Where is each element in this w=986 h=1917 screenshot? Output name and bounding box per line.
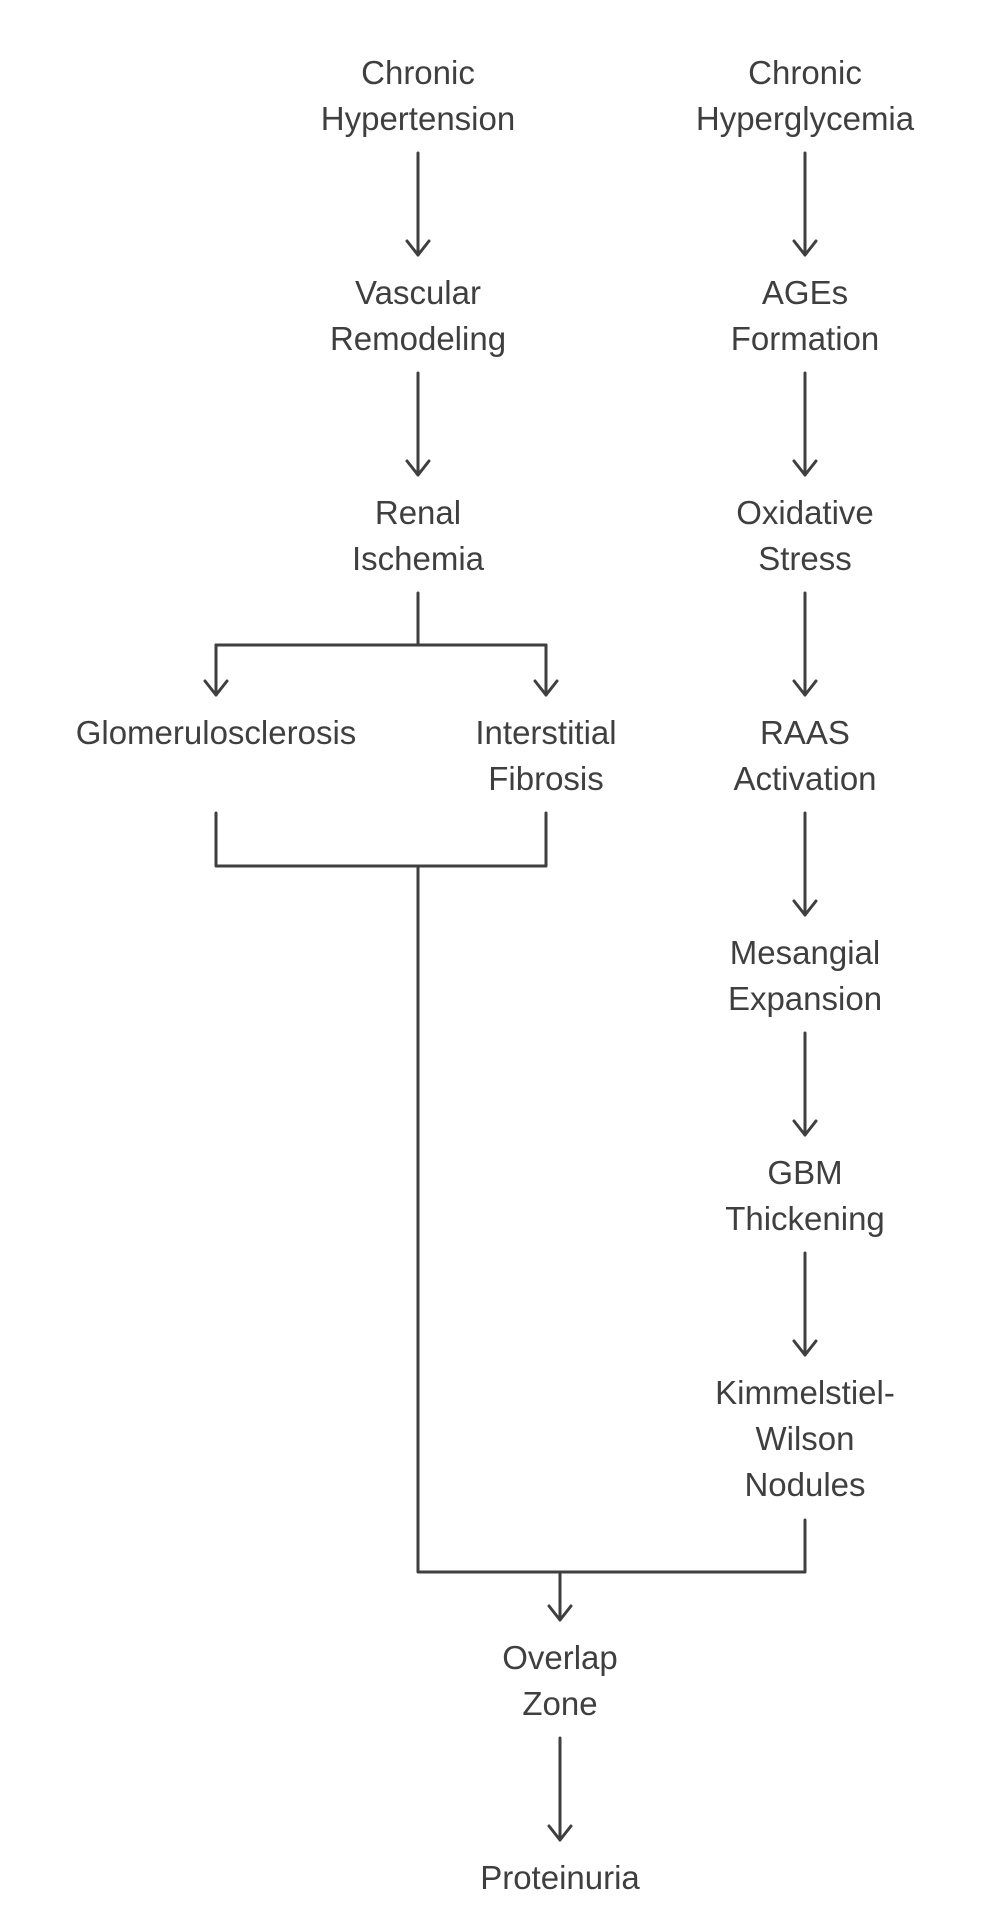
node-label-line: Chronic [748, 54, 862, 91]
node-label-line: Overlap [502, 1639, 618, 1676]
edge-overlap-to-proteinuria-head [547, 1824, 573, 1842]
node-label-line: Proteinuria [480, 1859, 640, 1896]
edge-hyperglycemia-to-ages-head [792, 239, 818, 257]
node-label-line: AGEs [761, 274, 849, 311]
node-label-line: GBM [767, 1154, 843, 1191]
node-label-line: Wilson [755, 1420, 855, 1457]
node-label-line: Thickening [725, 1200, 885, 1237]
edge-mesangial-to-gbm-head [792, 1119, 818, 1137]
edge-oxidative-to-raas-head [792, 679, 818, 697]
edge-into-overlap-head [547, 1604, 573, 1622]
edge-merge-to-overlap [416, 864, 807, 1574]
edge-gbm-to-kimmelstiel-head [792, 1339, 818, 1357]
node-label-line: Glomerulosclerosis [75, 714, 357, 751]
node-label-line: Ischemia [351, 540, 485, 577]
edge-ischemia-to-fibrosis-head [533, 679, 559, 697]
node-label-line: Hyperglycemia [695, 100, 915, 137]
node-label-line: Remodeling [329, 320, 507, 357]
node-label-line: Nodules [744, 1466, 866, 1503]
node-glomerulosclerosis: Glomerulosclerosis [76, 710, 357, 756]
edge-left-merge [214, 811, 548, 868]
node-proteinuria: Proteinuria [480, 1855, 640, 1901]
node-raas-activation: RAAS Activation [733, 710, 876, 802]
node-label-line: Renal [374, 494, 462, 531]
node-label-line: Oxidative [736, 494, 874, 531]
node-label-line: Fibrosis [488, 760, 604, 797]
node-label-line: Chronic [361, 54, 475, 91]
edge-raas-to-mesangial-head [792, 899, 818, 917]
edge-ischemia-to-glomerulosclerosis-head [203, 679, 229, 697]
node-label-line: Stress [758, 540, 852, 577]
node-label-line: Mesangial [729, 934, 881, 971]
node-label-line: Expansion [727, 980, 883, 1017]
node-label-line: Activation [733, 760, 877, 797]
edge-remodeling-to-ischemia-head [405, 459, 431, 477]
edge-hypertension-to-remodeling-head [405, 239, 431, 257]
node-label-line: Zone [522, 1685, 598, 1722]
node-gbm-thickening: GBM Thickening [725, 1150, 885, 1242]
node-label-line: Interstitial [475, 714, 617, 751]
edge-ages-to-oxidative-head [792, 459, 818, 477]
node-label-line: Kimmelstiel- [715, 1374, 895, 1411]
node-label-line: Vascular [355, 274, 481, 311]
node-label-line: RAAS [760, 714, 850, 751]
edge-ischemia-split [214, 591, 548, 647]
node-label-line: Formation [730, 320, 880, 357]
node-label-line: Hypertension [320, 100, 516, 137]
